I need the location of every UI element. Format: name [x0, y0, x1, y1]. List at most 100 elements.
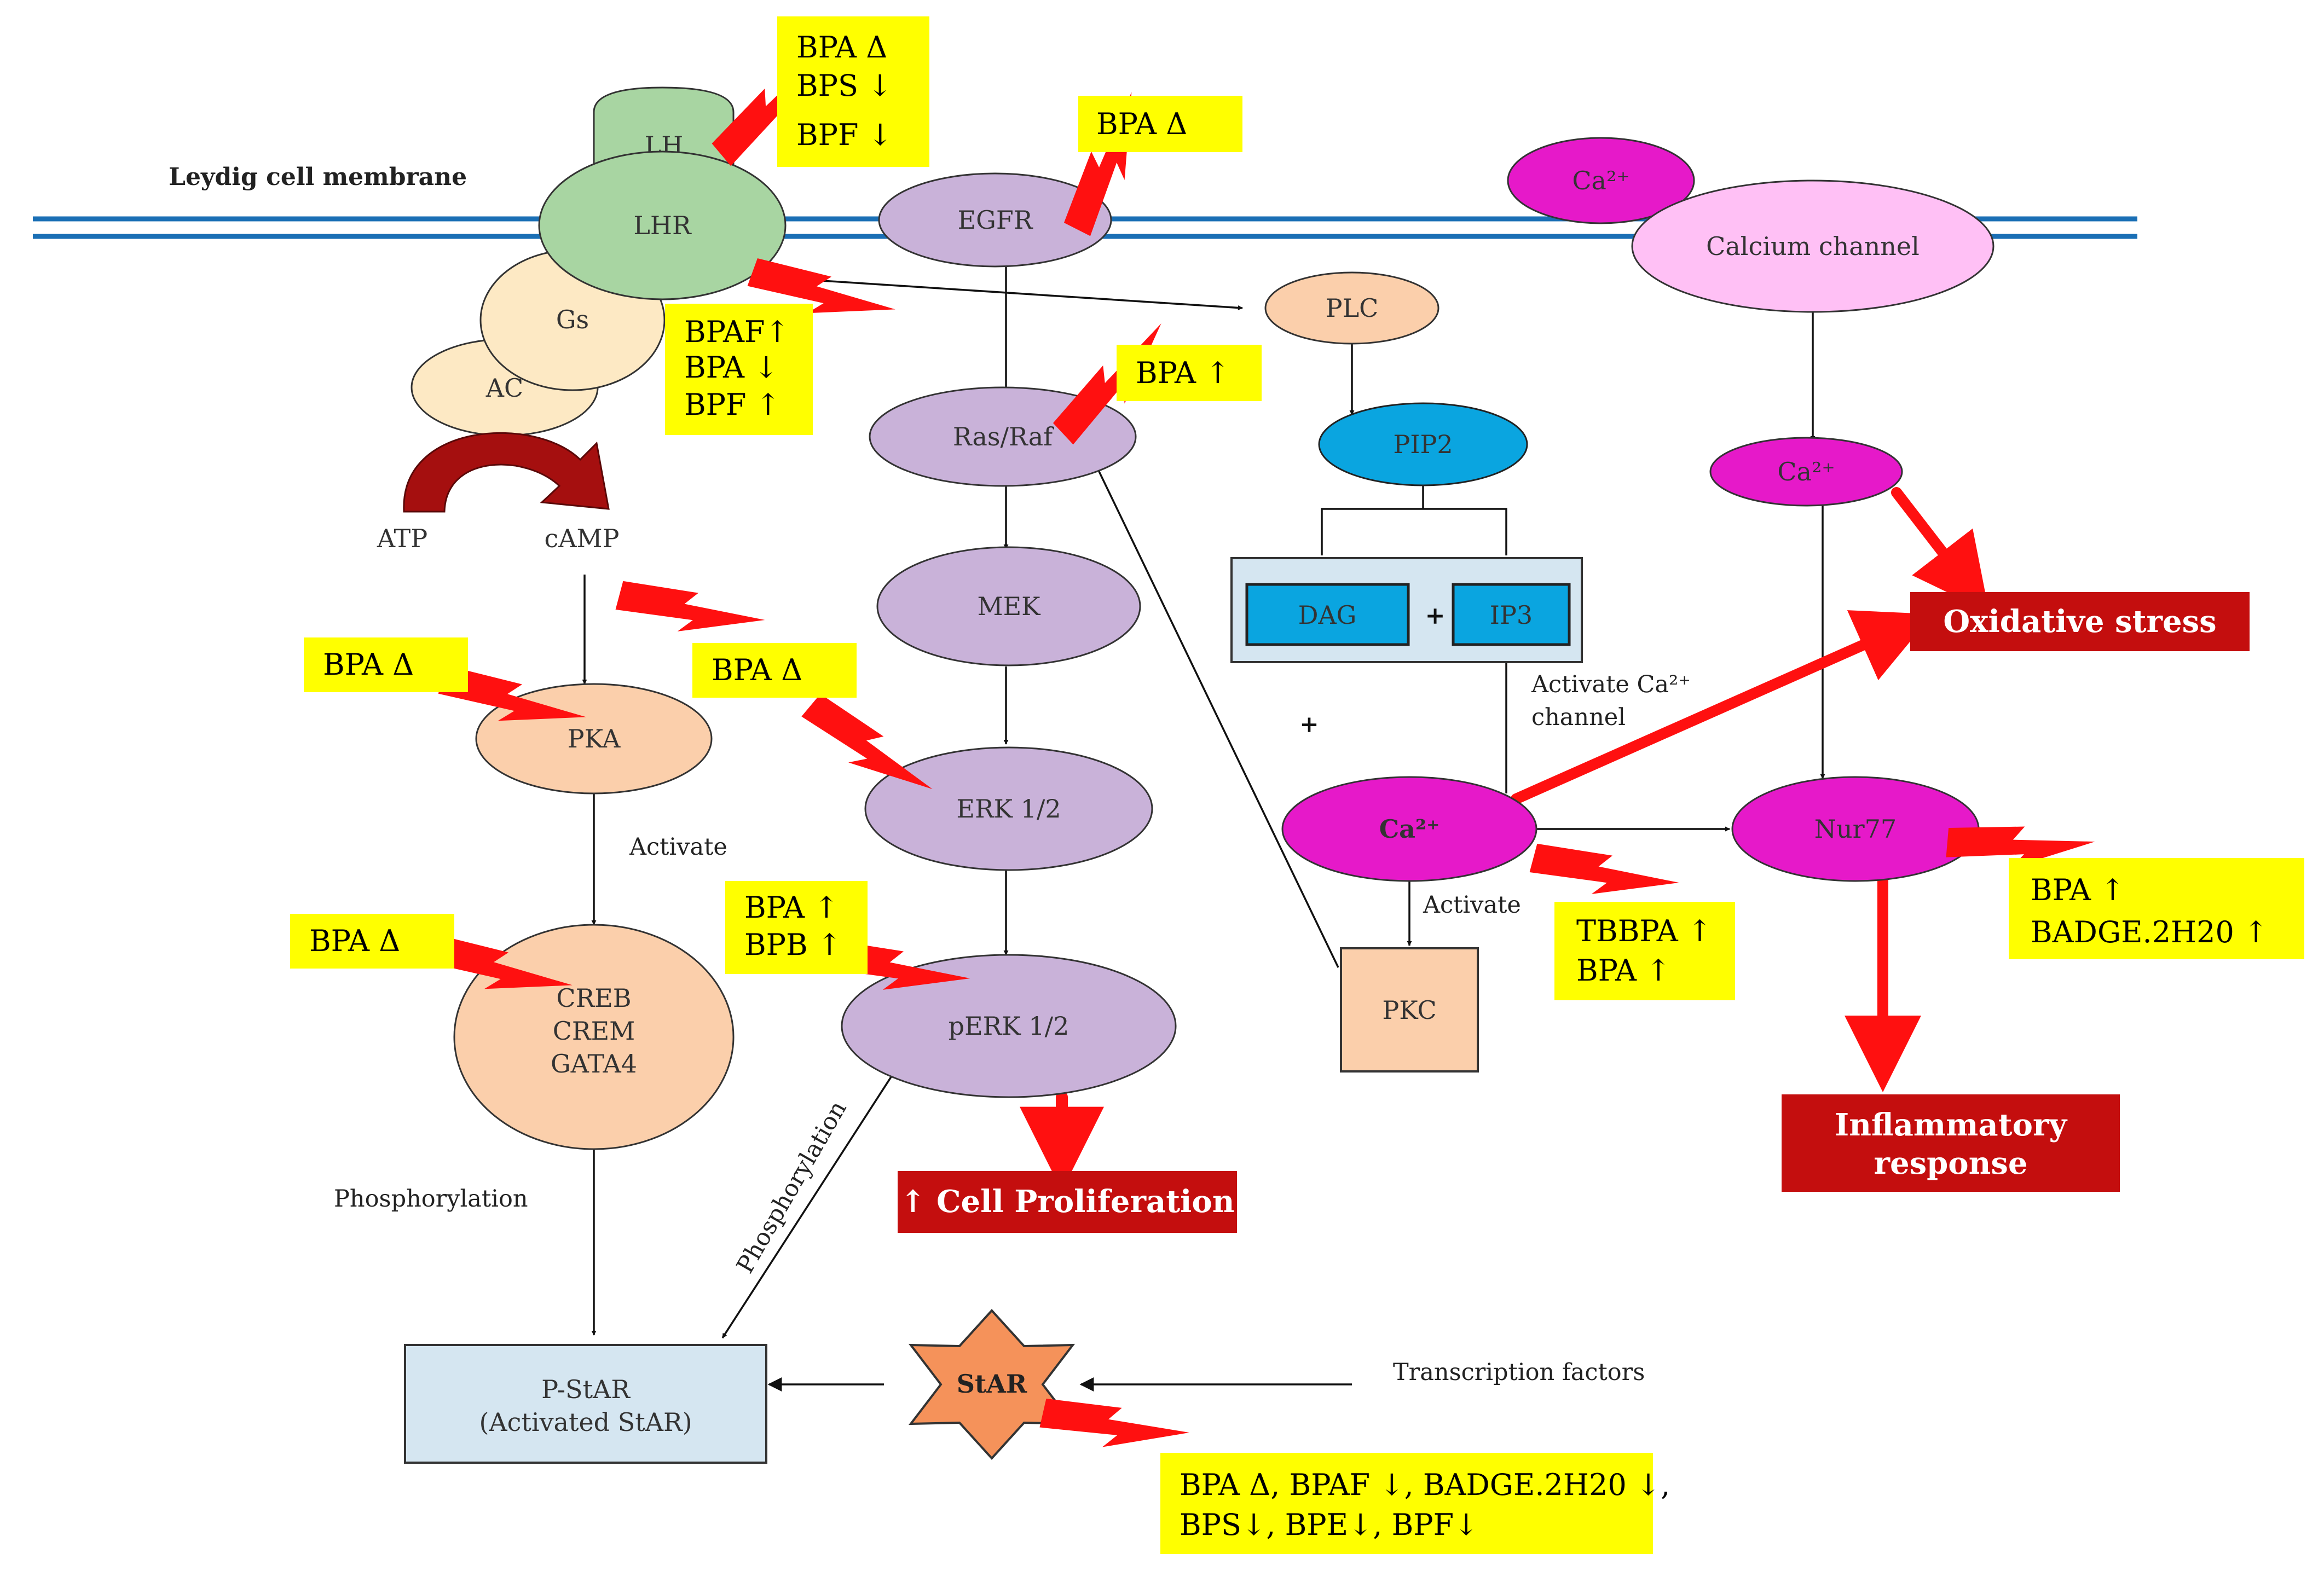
ca-intracellular-label: Ca²⁺	[1379, 814, 1440, 844]
ca-membrane-node	[1507, 137, 1695, 224]
effect-box-rasraf	[1117, 345, 1262, 401]
red-arrow-calow-oxidative	[1511, 610, 1933, 804]
pkc-node	[1340, 947, 1479, 1073]
effect-box-pka	[304, 637, 468, 692]
ca-intracellular-node	[1281, 776, 1537, 882]
egfr-label: EGFR	[958, 205, 1033, 235]
perk-node	[841, 954, 1177, 1098]
pka-cascade: PKA Activate CREB CREM GATA4 Phosphoryla…	[334, 683, 767, 1464]
effect-box-egfr	[1078, 96, 1242, 152]
pstar-node	[404, 1344, 767, 1464]
gs-label: Gs	[556, 305, 589, 334]
rasraf-label: Ras/Raf	[953, 422, 1054, 451]
arrow-perk-pstar	[721, 1075, 893, 1338]
ca-cytosol-label: Ca²⁺	[1777, 457, 1835, 486]
effect-perk-line1: BPA ↑	[744, 890, 839, 925]
lhr-label: LHR	[633, 211, 692, 240]
activate-ca-channel-label: Activate Ca²⁺	[1531, 671, 1691, 698]
effect-creb-line1: BPA Δ	[309, 924, 400, 958]
transcription-factors-label: Transcription factors	[1393, 1359, 1645, 1386]
effect-lh-line3: BPF ↓	[796, 118, 893, 152]
effect-camp-line1: BPA Δ	[712, 653, 802, 687]
dag-node	[1245, 583, 1410, 646]
lh-receptor-cluster: LH AC Gs LHR ATP cAMP	[377, 86, 787, 553]
pkc-label: PKC	[1382, 995, 1436, 1025]
perk-label: pERK 1/2	[949, 1011, 1069, 1041]
effect-nur77-line2: BADGE.2H20 ↑	[2031, 915, 2268, 949]
cell-proliferation-label: ↑ Cell Proliferation	[900, 1184, 1235, 1220]
erk-label: ERK 1/2	[956, 794, 1061, 824]
effect-box-perk	[725, 881, 868, 974]
effect-box-nur77	[2009, 858, 2304, 959]
plc-node	[1264, 271, 1440, 345]
effect-lh-line1: BPA Δ	[796, 30, 887, 65]
gata4-label: GATA4	[551, 1049, 637, 1079]
response-label: response	[1874, 1145, 2027, 1181]
red-arrow-ca-oxidative	[1891, 487, 1990, 613]
phosphorylation-diagonal-label: Phosphorylation	[731, 1096, 852, 1278]
mek-label: MEK	[977, 592, 1041, 621]
effect-nur77-line1: BPA ↑	[2031, 873, 2125, 907]
effect-perk-line2: BPB ↑	[744, 927, 842, 962]
crem-label: CREM	[553, 1016, 635, 1046]
plc-label: PLC	[1326, 293, 1379, 323]
erk-node	[864, 746, 1153, 871]
ac-label: AC	[485, 373, 523, 403]
ip3-label: IP3	[1490, 600, 1533, 630]
dag-label: DAG	[1298, 600, 1357, 630]
effect-lh-line2: BPS ↓	[796, 68, 892, 103]
calcium-channel-label: Calcium channel	[1706, 231, 1920, 261]
effect-star-line2: BPS↓, BPE↓, BPF↓	[1180, 1508, 1478, 1542]
atp-camp-curved-arrow	[403, 432, 610, 513]
effect-box-ca	[1554, 902, 1735, 1000]
plus-sign-large: +	[1299, 711, 1319, 738]
effect-ca-line1: TBBPA ↑	[1576, 914, 1712, 948]
nur77-label: Nur77	[1814, 814, 1897, 844]
camp-label: cAMP	[544, 524, 619, 553]
star-node-group: StAR Transcription factors	[908, 1309, 1645, 1460]
activate-ca-channel-label-2: channel	[1531, 704, 1626, 731]
arrow-lhr-plc	[755, 275, 1243, 310]
cell-proliferation-box	[898, 1171, 1237, 1233]
effect-egfr-line1: BPA Δ	[1096, 107, 1187, 141]
oxidative-stress-label: Oxidative stress	[1943, 604, 2216, 640]
activate-label: Activate	[629, 833, 727, 861]
effect-box-lhr	[665, 304, 813, 435]
mek-node	[876, 546, 1141, 666]
oxidative-stress-box	[1910, 592, 2250, 651]
lhr-node	[538, 150, 787, 300]
pip2-label: PIP2	[1393, 430, 1453, 459]
plc-branch: PLC PIP2 DAG + IP3 + Activate Ca²⁺ chann…	[1230, 271, 1691, 1073]
atp-label: ATP	[377, 524, 427, 553]
phosphorylation-label: Phosphorylation	[334, 1185, 528, 1213]
pip2-node	[1318, 402, 1528, 486]
star-label: StAR	[957, 1369, 1027, 1399]
effect-box-creb	[290, 914, 454, 969]
effect-star-line1: BPA Δ, BPAF ↓, BADGE.2H20 ↓,	[1180, 1468, 1670, 1502]
effect-lhr-line1: BPAF↑	[684, 315, 790, 349]
effect-boxes: BPA Δ BPS ↓ BPF ↓ BPA Δ BPAF↑ BPA ↓ BPF …	[290, 16, 2304, 1554]
mapk-cascade: EGFR Ras/Raf MEK ERK 1/2 pERK 1/2 Phosph…	[731, 172, 1177, 1278]
ip3-node	[1452, 583, 1571, 646]
inflammatory-label: Inflammatory	[1835, 1107, 2067, 1143]
activate-pkc-label: Activate	[1423, 891, 1521, 919]
effect-pka-line1: BPA Δ	[323, 647, 414, 682]
pstar-label: P-StAR	[541, 1375, 631, 1404]
connector-arrows	[582, 257, 1825, 1392]
ca-membrane-label: Ca²⁺	[1572, 166, 1629, 195]
pka-label: PKA	[568, 724, 621, 753]
calcium-branch: Ca²⁺ Calcium channel Ca²⁺ Nur77	[1507, 137, 1995, 882]
plus-sign: +	[1425, 602, 1446, 630]
effect-box-camp	[692, 643, 857, 698]
effect-box-lh	[777, 16, 929, 167]
star-node	[908, 1309, 1076, 1460]
egfr-node	[878, 172, 1112, 268]
membrane-label: Leydig cell membrane	[169, 163, 467, 191]
effect-lhr-line3: BPF ↑	[684, 387, 781, 422]
creb-label: CREB	[556, 983, 631, 1013]
red-arrows	[1020, 487, 1990, 1191]
ca-cytosol-node	[1709, 437, 1903, 507]
bracket-dag-ip3	[1321, 508, 1507, 555]
inflammatory-response-box	[1782, 1094, 2120, 1192]
